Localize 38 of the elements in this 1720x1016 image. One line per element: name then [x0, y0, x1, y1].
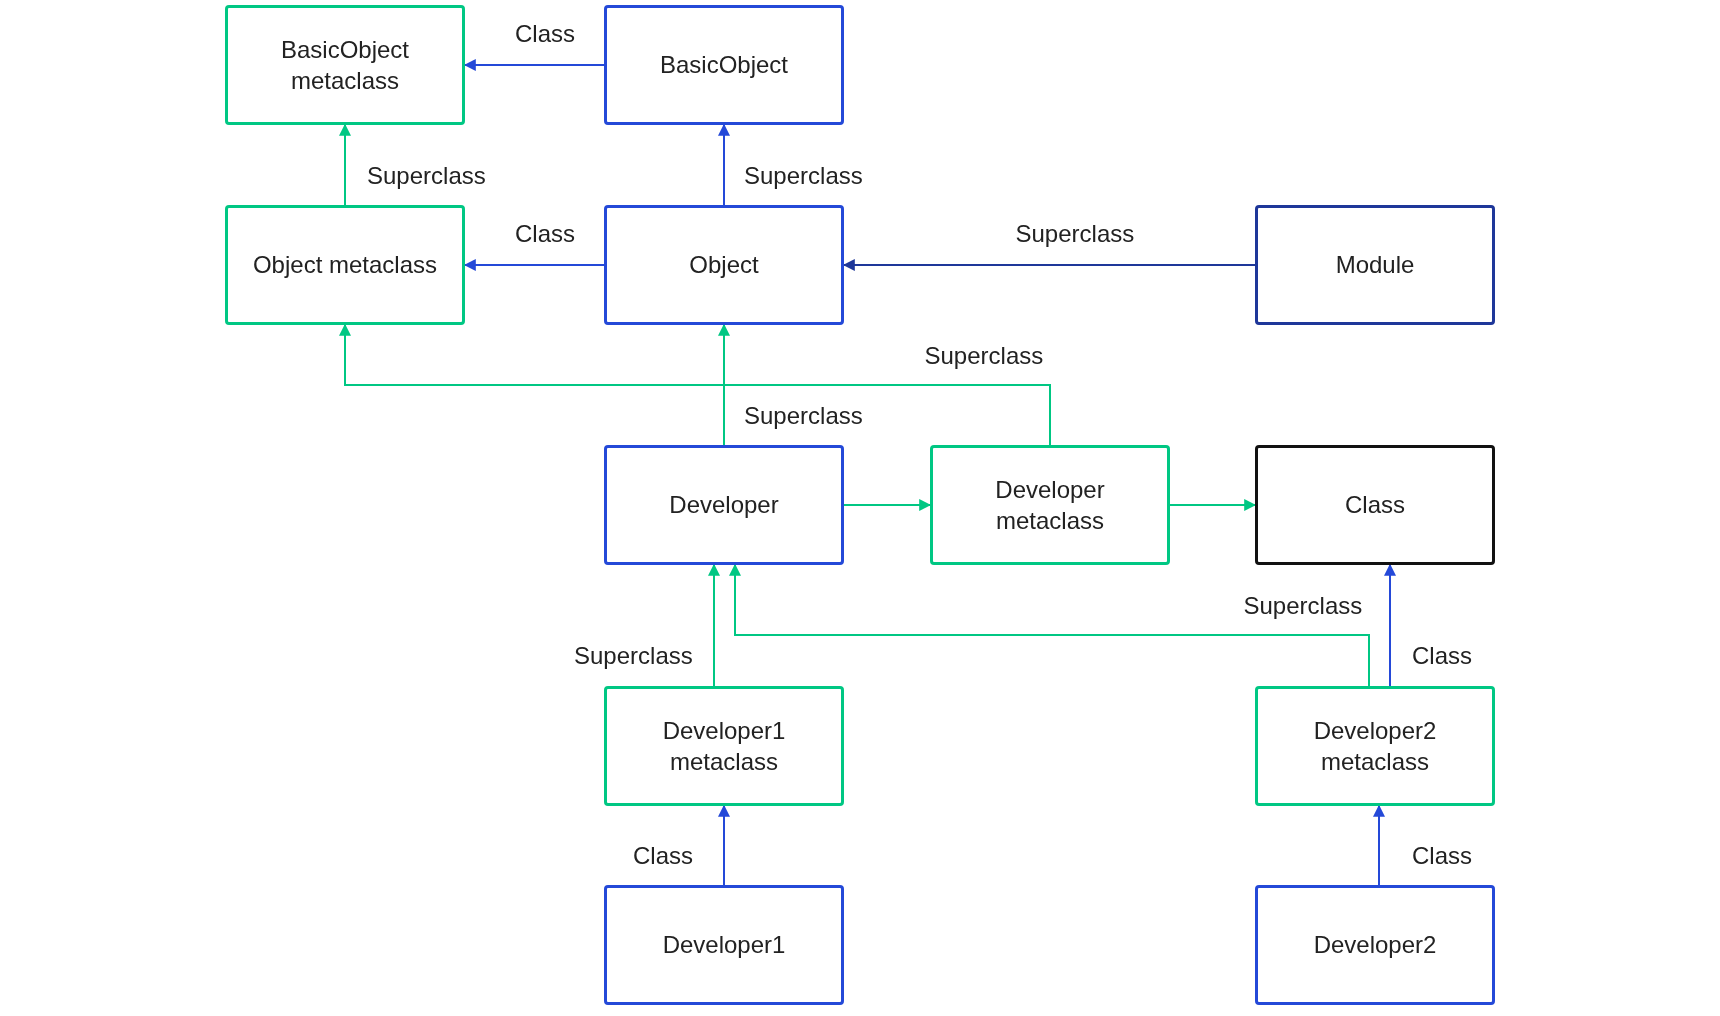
arrow: [718, 804, 730, 886]
class-name: Module: [1335, 250, 1415, 281]
arrow: [1169, 499, 1257, 511]
arrow: [843, 499, 932, 511]
arrow: [1373, 804, 1385, 886]
class-name: Object: [689, 250, 759, 281]
arrow: [463, 59, 605, 71]
class-name: Object metaclass: [252, 250, 438, 281]
arrow: [708, 563, 720, 687]
arrow: [842, 259, 1256, 271]
class-box: [604, 686, 844, 806]
arrow: [339, 323, 1051, 446]
class-box: [1255, 686, 1495, 806]
class-box: [604, 445, 844, 565]
class-name: Class: [1345, 490, 1405, 521]
class-box: [604, 885, 844, 1005]
class-box: [1255, 205, 1495, 325]
class-name: Developer1 metaclass: [661, 715, 787, 777]
class-name: Developer1: [662, 930, 786, 961]
class-box: [930, 445, 1170, 565]
arrow: [718, 323, 730, 446]
arrow: [729, 563, 1370, 687]
class-name: BasicObject metaclass: [279, 34, 411, 96]
class-name: BasicObject: [659, 50, 789, 81]
class-box: [1255, 445, 1495, 565]
arrow: [463, 259, 605, 271]
class-name: Developer2: [1313, 930, 1437, 961]
class-name: Developer metaclass: [994, 474, 1106, 536]
class-name: Developer: [669, 490, 779, 521]
class-box: [1255, 885, 1495, 1005]
class-box: [225, 205, 465, 325]
class-box: [604, 205, 844, 325]
class-name: Developer2 metaclass: [1312, 715, 1438, 777]
arrow: [339, 123, 351, 206]
arrow: [1384, 563, 1396, 687]
class-box: [225, 5, 465, 125]
arrow: [718, 123, 730, 206]
class-box: [604, 5, 844, 125]
